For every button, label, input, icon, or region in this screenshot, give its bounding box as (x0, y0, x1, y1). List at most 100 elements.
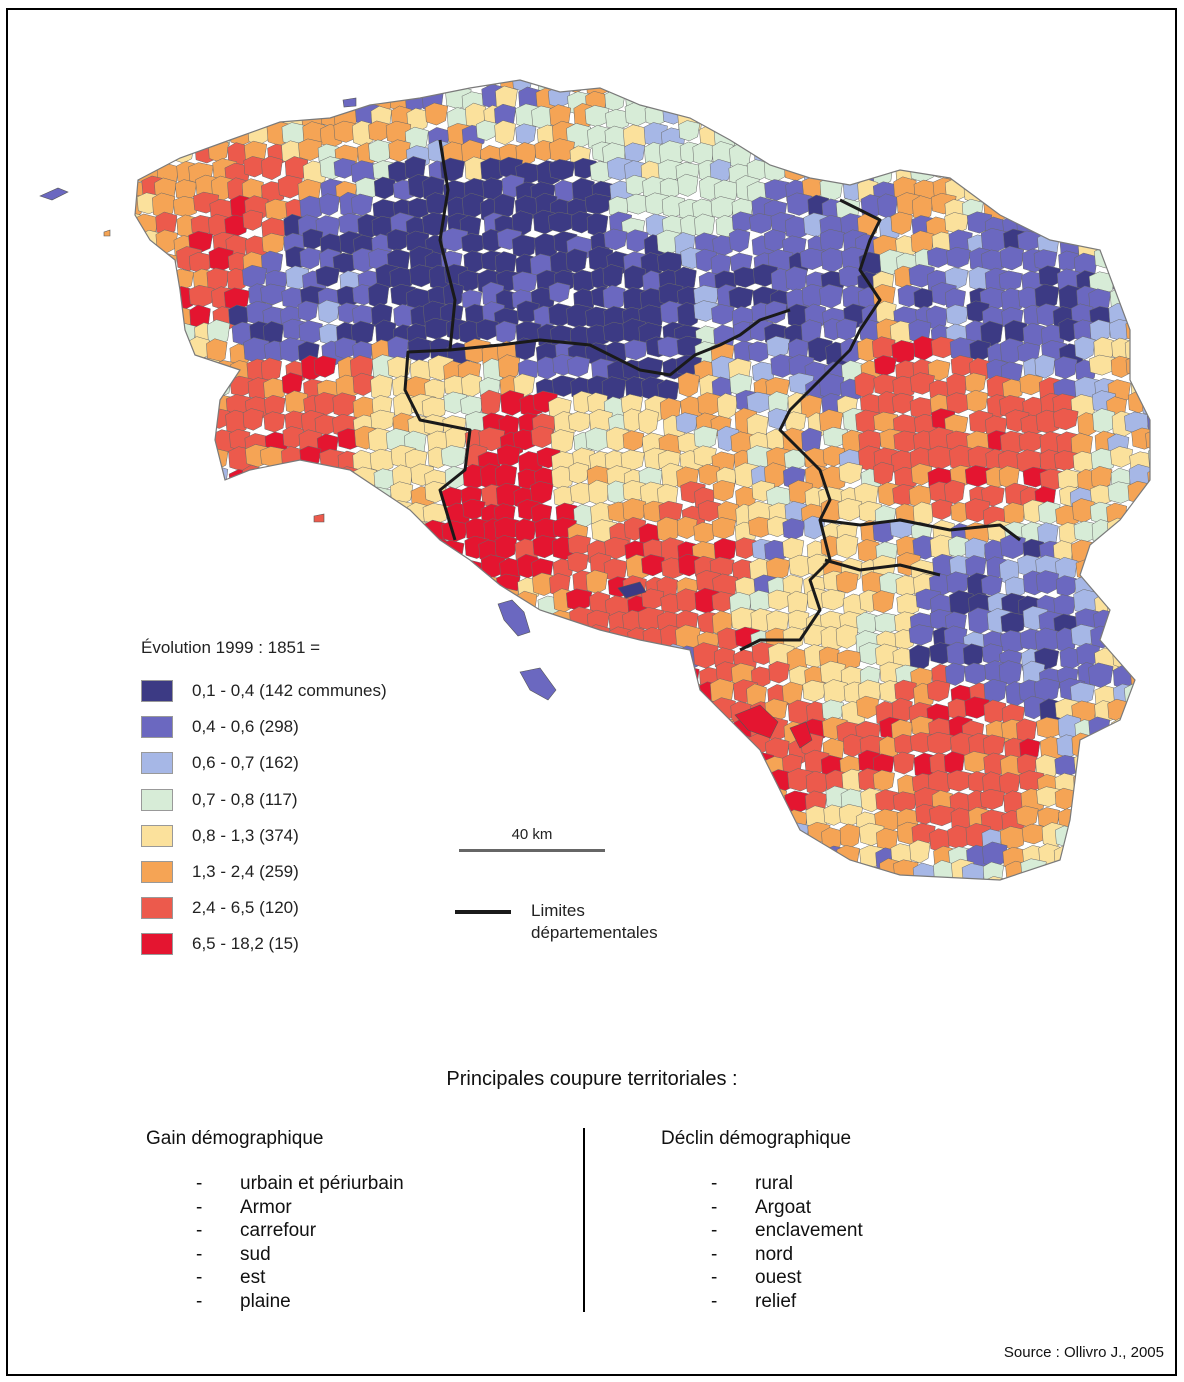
commune (675, 412, 699, 434)
commune (927, 247, 950, 268)
commune (1072, 157, 1095, 184)
commune (332, 392, 357, 418)
commune (501, 734, 527, 761)
commune (136, 289, 158, 314)
commune (1142, 89, 1150, 111)
commune (765, 858, 790, 880)
commune (1144, 270, 1150, 297)
commune (156, 411, 179, 438)
commune (279, 80, 305, 89)
commune (501, 700, 529, 727)
commune (139, 516, 166, 543)
commune (946, 246, 971, 269)
commune (1125, 265, 1148, 292)
commune (589, 788, 613, 814)
commune (788, 90, 815, 114)
commune (608, 196, 630, 218)
commune (854, 372, 876, 399)
commune (963, 180, 989, 203)
commune (588, 479, 610, 506)
commune (962, 80, 984, 92)
commune (569, 771, 596, 794)
commune (1125, 732, 1148, 760)
commune (536, 769, 557, 794)
list-item: -nord (711, 1243, 794, 1265)
commune (519, 786, 540, 811)
commune (1000, 612, 1027, 635)
commune (567, 534, 591, 556)
commune (567, 551, 589, 573)
commune (878, 141, 902, 166)
commune (136, 80, 161, 92)
commune (501, 878, 528, 880)
gain-heading: Gain démographique (146, 1128, 324, 1149)
commune (207, 523, 232, 546)
commune (152, 354, 174, 377)
commune (875, 86, 898, 108)
commune (639, 864, 666, 880)
commune (554, 860, 581, 880)
commune (494, 534, 518, 560)
commune (175, 468, 200, 495)
commune (137, 541, 159, 565)
commune (264, 102, 290, 125)
commune (281, 87, 308, 109)
commune (1075, 558, 1102, 581)
commune (676, 755, 702, 778)
commune (263, 606, 285, 629)
commune (621, 680, 644, 703)
commune (1074, 808, 1101, 835)
commune (1162, 572, 1183, 592)
commune (695, 80, 719, 96)
list-item: -carrefour (196, 1220, 317, 1241)
commune (821, 247, 845, 273)
commune (284, 462, 308, 485)
commune (1107, 739, 1133, 765)
commune (799, 247, 826, 271)
commune (1036, 80, 1060, 92)
commune (1110, 229, 1135, 256)
commune (169, 593, 192, 615)
commune (605, 109, 631, 131)
commune (572, 643, 595, 670)
commune (190, 574, 215, 599)
decline-list: -rural-Argoat-enclavement-nord-ouest-rel… (661, 1172, 863, 1313)
commune (714, 901, 737, 922)
commune (535, 717, 557, 743)
commune (838, 862, 865, 880)
commune (677, 828, 701, 852)
commune (698, 721, 723, 744)
commune (1143, 899, 1167, 922)
commune (1071, 732, 1094, 759)
commune (874, 355, 897, 377)
commune (626, 664, 652, 690)
commune (1057, 88, 1084, 116)
commune (389, 266, 415, 291)
commune (495, 320, 518, 344)
commune (983, 173, 1010, 198)
commune (640, 666, 662, 694)
commune (767, 807, 791, 831)
list-item: -plaine (196, 1290, 291, 1312)
commune (565, 248, 588, 274)
commune (641, 80, 667, 96)
commune (461, 233, 486, 254)
commune (334, 80, 357, 92)
commune (1167, 738, 1184, 761)
commune (1162, 790, 1182, 816)
commune (950, 126, 977, 152)
commune (423, 414, 446, 436)
commune (769, 86, 793, 108)
commune (1054, 198, 1076, 225)
commune (889, 518, 915, 539)
commune (188, 252, 213, 274)
commune (135, 357, 155, 383)
commune (1162, 607, 1184, 633)
commune (1125, 626, 1150, 650)
commune (393, 609, 417, 634)
commune (567, 355, 591, 378)
commune (1146, 411, 1150, 434)
commune (446, 610, 468, 634)
commune (461, 373, 483, 398)
